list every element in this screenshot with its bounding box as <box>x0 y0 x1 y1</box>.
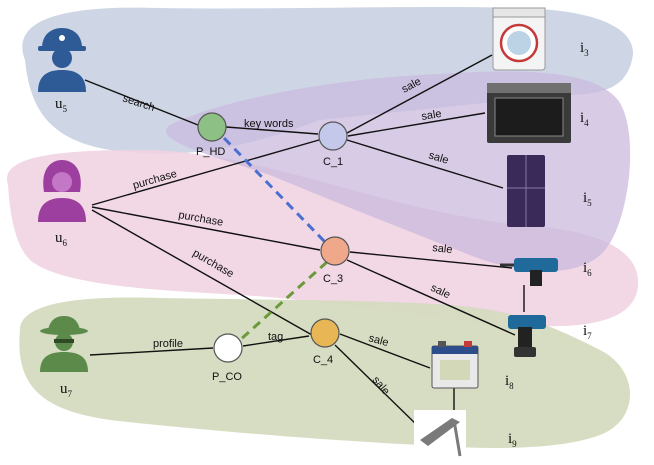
firefighter-icon <box>38 28 86 92</box>
user-label-u6: u6 <box>55 230 68 248</box>
item-label-i4: i4 <box>580 110 589 128</box>
node-label-p-co: P_CO <box>212 371 242 383</box>
edge-label-sale-i6: sale <box>432 242 453 256</box>
edge-label-tag: tag <box>268 331 283 343</box>
dash-c3-pco <box>238 260 329 342</box>
edge-label-sale-i4: sale <box>421 108 443 123</box>
item-label-i9: i9 <box>508 431 517 449</box>
edge-u6-c4 <box>91 209 313 336</box>
edge-label-key-words: key words <box>244 118 294 130</box>
node-c1 <box>318 121 348 151</box>
edge-phd-c1 <box>225 126 319 135</box>
edge-c1-i4 <box>347 112 486 137</box>
node-c4 <box>310 318 340 348</box>
item-label-i7: i7 <box>583 323 592 341</box>
item-label-i5: i5 <box>583 190 592 208</box>
street-lamp-icon <box>414 410 466 458</box>
edge-label-sale-i5: sale <box>427 149 450 166</box>
item-label-i3: i3 <box>580 40 589 58</box>
edge-c1-i5 <box>346 139 504 189</box>
svg-text:u7: u7 <box>60 381 73 399</box>
svg-text:u5: u5 <box>55 96 68 114</box>
edge-u6-c3 <box>91 206 321 251</box>
item-label-i8: i8 <box>505 373 514 391</box>
region-blue <box>22 7 634 154</box>
oven-icon <box>487 83 571 143</box>
dash-phd-c3 <box>222 136 327 244</box>
woman-icon <box>38 160 86 222</box>
edges <box>84 54 525 431</box>
edge-label-sale-i8: sale <box>367 332 390 349</box>
node-label-c4: C_4 <box>313 354 333 366</box>
region-green <box>19 297 630 448</box>
edge-pco-c4 <box>242 335 310 347</box>
user-label-u5: u5 <box>55 96 68 114</box>
refrigerator-icon <box>507 155 545 227</box>
edge-c3-i7 <box>346 259 516 336</box>
edge-c4-i8 <box>339 333 431 369</box>
spy-icon <box>40 316 88 372</box>
node-c3 <box>320 236 350 266</box>
user-label-u7: u7 <box>60 381 73 399</box>
node-p-co <box>213 333 243 363</box>
node-label-p-hd: P_HD <box>196 146 225 158</box>
washing-machine-icon <box>492 7 546 71</box>
edge-label-profile: profile <box>153 338 183 350</box>
battery-icon <box>431 341 479 389</box>
node-p-hd <box>197 112 227 142</box>
impact-driver-icon <box>508 315 546 357</box>
edge-c3-i6 <box>349 251 513 269</box>
item-label-i6: i6 <box>583 260 592 278</box>
svg-text:u6: u6 <box>55 230 68 248</box>
edge-u5-phd <box>84 79 199 126</box>
edge-u6-c1 <box>91 139 320 206</box>
drill-icon <box>500 258 558 286</box>
node-label-c1: C_1 <box>323 156 343 168</box>
edge-c4-i9 <box>334 344 423 431</box>
edge-u7-pco <box>89 347 214 356</box>
node-label-c3: C_3 <box>323 273 343 285</box>
edge-c1-i3 <box>346 54 493 134</box>
